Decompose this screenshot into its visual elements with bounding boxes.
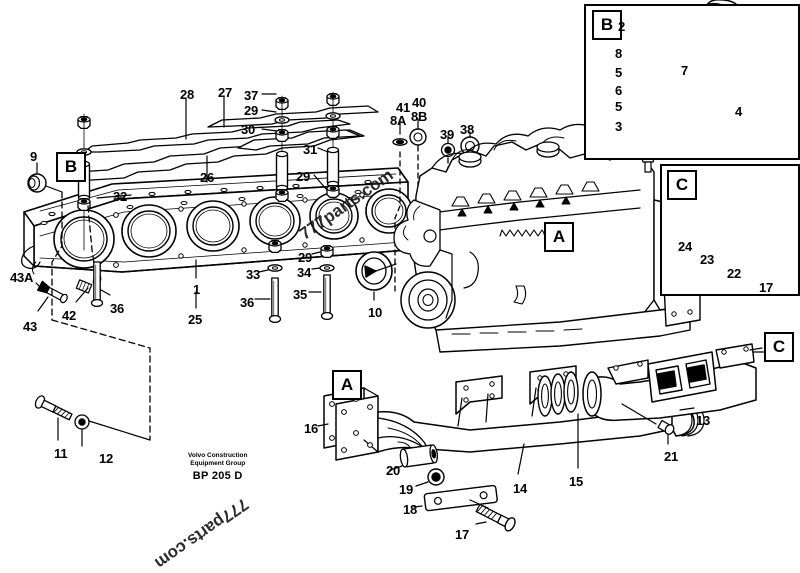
part-label-19[interactable]: 19	[399, 482, 414, 497]
part-label-23[interactable]: 23	[700, 252, 715, 267]
part-label-31[interactable]: 31	[303, 142, 318, 157]
part-label-28[interactable]: 28	[180, 87, 195, 102]
part-label-3[interactable]: 3	[615, 119, 623, 134]
part-label-1[interactable]: 1	[193, 282, 201, 297]
part-label-15[interactable]: 15	[569, 474, 584, 489]
part-label-4[interactable]: 4	[735, 104, 743, 119]
part-label-40[interactable]: 40	[412, 95, 427, 110]
part-label-35[interactable]: 35	[293, 287, 308, 302]
part-label-26[interactable]: 26	[200, 170, 215, 185]
part-label-36[interactable]: 36	[110, 301, 125, 316]
part-label-18[interactable]: 18	[403, 502, 418, 517]
technical-illustration	[21, 0, 784, 532]
part-label-39[interactable]: 39	[440, 127, 455, 142]
footer-company-line1: Volvo Construction	[188, 452, 248, 459]
part-label-16[interactable]: 16	[304, 421, 319, 436]
footer-model-code: BP 205 D	[192, 470, 243, 483]
part-label-8[interactable]: 8	[615, 46, 623, 61]
part-label-8a[interactable]: 8A	[390, 113, 407, 128]
part-label-13[interactable]: 13	[696, 413, 711, 428]
footer-company-line2: Equipment Group	[190, 460, 246, 468]
part-label-20[interactable]: 20	[386, 463, 401, 478]
part-label-21[interactable]: 21	[664, 449, 679, 464]
part-label-29[interactable]: 29	[298, 250, 313, 265]
part-label-14[interactable]: 14	[513, 481, 528, 496]
part-label-17[interactable]: 17	[759, 280, 774, 295]
part-label-2[interactable]: 2	[618, 19, 626, 34]
part-label-5[interactable]: 5	[615, 65, 623, 80]
part-label-17[interactable]: 17	[455, 527, 470, 542]
part-label-29[interactable]: 29	[296, 169, 311, 184]
part-label-33[interactable]: 33	[246, 267, 261, 282]
callout-b-main[interactable]: B	[56, 152, 86, 182]
part-label-12[interactable]: 12	[99, 451, 114, 466]
part-label-38[interactable]: 38	[460, 122, 475, 137]
part-label-29[interactable]: 29	[244, 103, 259, 118]
part-label-37[interactable]: 37	[244, 88, 259, 103]
part-label-6[interactable]: 6	[615, 83, 623, 98]
part-label-7[interactable]: 7	[681, 63, 689, 78]
part-label-43[interactable]: 43	[23, 319, 38, 334]
callout-a-manifold[interactable]: A	[332, 370, 362, 400]
part-label-34[interactable]: 34	[297, 265, 312, 280]
part-label-11[interactable]: 11	[54, 446, 68, 461]
callout-a-main[interactable]: A	[544, 222, 574, 252]
part-label-22[interactable]: 22	[727, 266, 742, 281]
part-label-10[interactable]: 10	[368, 305, 383, 320]
part-label-36[interactable]: 36	[240, 295, 255, 310]
callout-c-manifold[interactable]: C	[764, 332, 794, 362]
part-label-42[interactable]: 42	[62, 308, 77, 323]
part-label-5[interactable]: 5	[615, 99, 623, 114]
part-label-25[interactable]: 25	[188, 312, 203, 327]
part-label-27[interactable]: 27	[218, 85, 233, 100]
callout-c-detail[interactable]: C	[667, 170, 697, 200]
part-label-41[interactable]: 41	[396, 100, 411, 115]
part-label-30[interactable]: 30	[241, 122, 256, 137]
part-label-32[interactable]: 32	[113, 189, 128, 204]
footer-block: Volvo Construction Equipment Group BP 20…	[188, 452, 247, 482]
part-label-43a[interactable]: 43A	[10, 270, 34, 285]
part-label-24[interactable]: 24	[678, 239, 693, 254]
part-label-8b[interactable]: 8B	[411, 109, 428, 124]
part-label-9[interactable]: 9	[30, 149, 38, 164]
callout-b-detail[interactable]: B	[592, 10, 622, 40]
